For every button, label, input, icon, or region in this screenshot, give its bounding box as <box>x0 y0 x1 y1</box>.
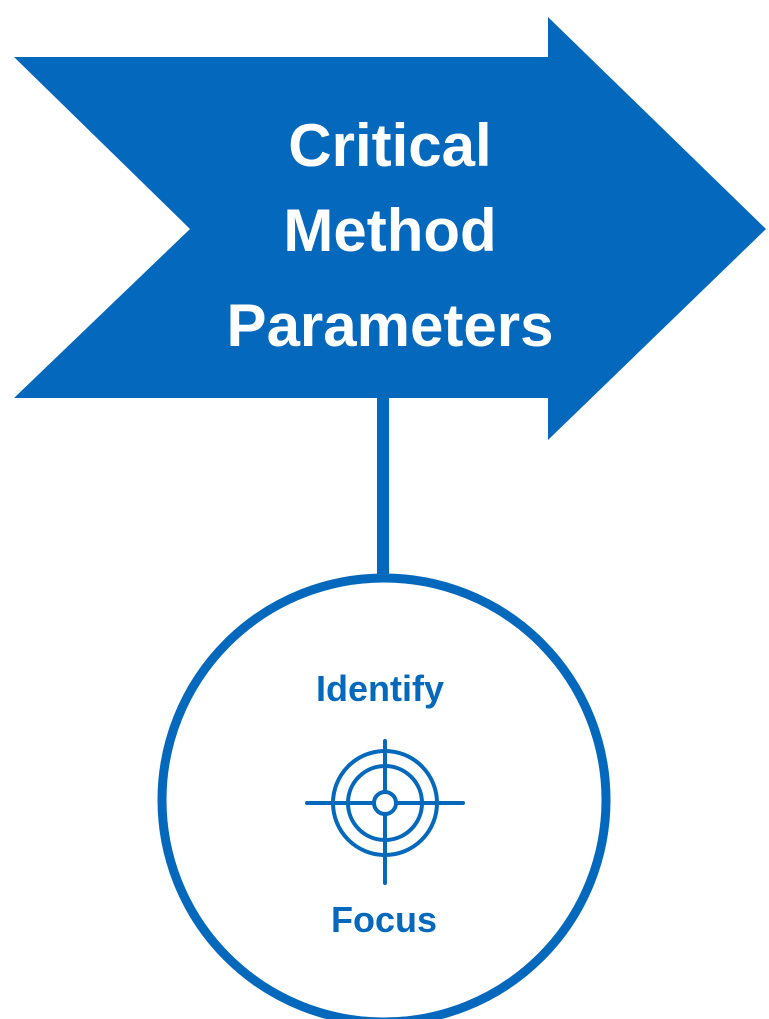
connector-line <box>377 398 389 610</box>
arrow-shape <box>14 17 766 440</box>
focus-circle <box>157 573 611 1019</box>
identify-label: Identify <box>316 668 444 709</box>
arrow-title-line-3: Parameters <box>227 292 554 359</box>
focus-label: Focus <box>331 899 437 940</box>
arrow-title-line-1: Critical <box>288 112 491 179</box>
target-crosshair-icon <box>305 739 465 885</box>
arrow-title-line-2: Method <box>283 197 496 264</box>
